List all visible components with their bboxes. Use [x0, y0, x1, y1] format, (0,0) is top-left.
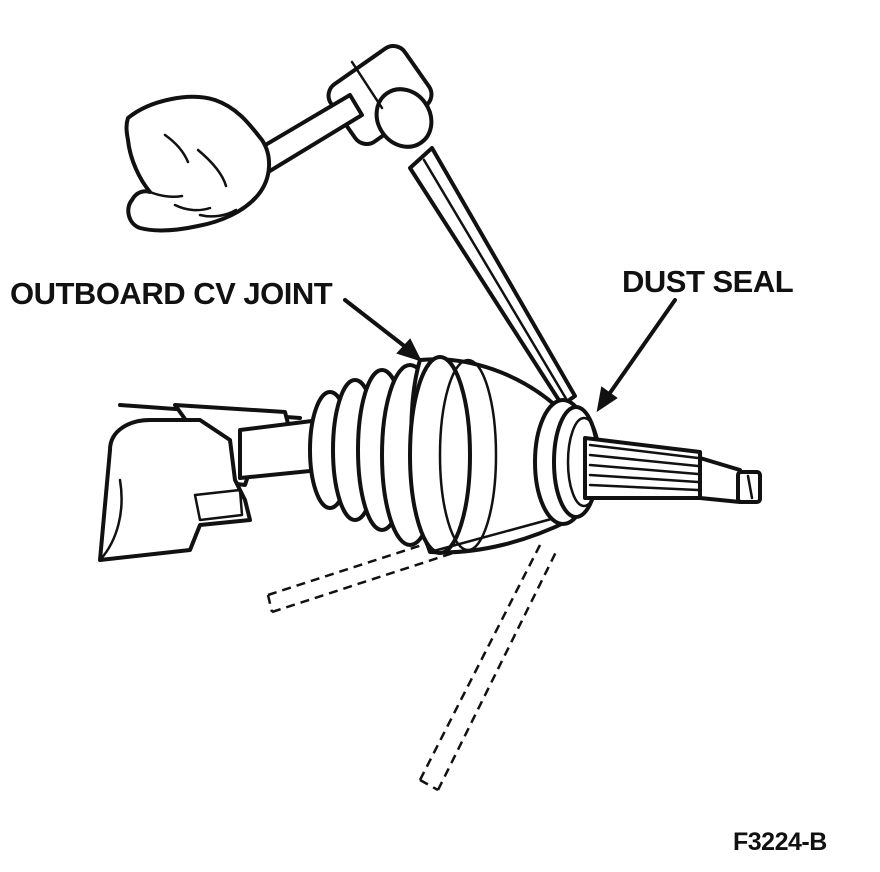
punch-tool: [408, 146, 577, 407]
figure-id: F3224-B: [733, 828, 827, 856]
punch-alternate-positions: [266, 508, 558, 792]
leader-arrow-cv-joint: [343, 298, 422, 362]
leader-arrow-dust-seal: [596, 298, 677, 413]
axle-shaft-left: [238, 418, 322, 480]
label-outboard-cv-joint: OUTBOARD CV JOINT: [10, 276, 333, 311]
cv-joint-body: [308, 355, 572, 555]
label-dust-seal: DUST SEAL: [622, 264, 794, 299]
splined-shaft: [583, 436, 762, 504]
hand-holding-hammer: [124, 94, 271, 233]
